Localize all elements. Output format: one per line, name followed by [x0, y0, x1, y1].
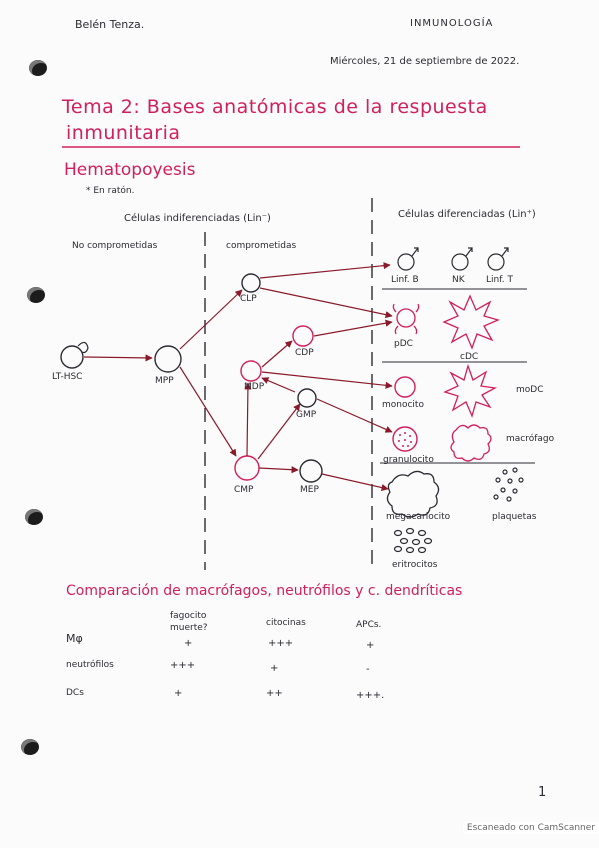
label-pdc: pDC: [394, 339, 413, 349]
eritrocitos-ovals: [393, 527, 433, 554]
cell-mf-citocinas: +++: [268, 638, 294, 649]
cell-mf-apcs: +: [366, 640, 375, 651]
cell-dcs-citocinas: ++: [266, 688, 283, 699]
label-nk: NK: [452, 275, 465, 285]
cell-monocito: [394, 376, 416, 398]
binder-hole: [29, 60, 47, 76]
cell-neu-fagocito: +++: [170, 660, 196, 671]
label-mpp: MPP: [155, 376, 174, 386]
cell-neu-apcs: -: [366, 664, 370, 675]
label-modc: moDC: [516, 385, 544, 395]
label-cmp: CMP: [234, 485, 254, 495]
cell-mdp: [240, 360, 262, 382]
label-no-comprometidas: No comprometidas: [72, 241, 158, 251]
granules: [398, 432, 412, 447]
date-line: Miércoles, 21 de septiembre de 2022.: [330, 56, 520, 67]
cell-gmp: [297, 388, 317, 408]
cell-lt-hsc: [60, 345, 84, 369]
label-monocito: monocito: [382, 400, 424, 410]
label-linf-t: Linf. T: [486, 275, 513, 285]
cell-dcs-fagocito: +: [174, 688, 183, 699]
label-linf-b: Linf. B: [391, 275, 419, 285]
label-differentiated: Células diferenciadas (Lin⁺): [398, 209, 536, 220]
cell-dcs-apcs: +++.: [356, 690, 385, 701]
cell-cdp: [292, 325, 314, 347]
page-title-line1: Tema 2: Bases anatómicas de la respuesta: [62, 96, 488, 118]
row-label-macrofagos: Mφ: [66, 632, 83, 645]
lymphocytes: [397, 247, 509, 271]
scanner-watermark: Escaneado con CamScanner: [462, 822, 599, 834]
note-en-raton: * En ratón.: [86, 186, 135, 196]
cell-megacariocito: [386, 470, 440, 518]
cdc-cell: [442, 294, 500, 350]
section-heading-comparacion: Comparación de macrófagos, neutrófilos y…: [66, 583, 463, 599]
label-gmp: GMP: [296, 410, 317, 420]
label-megacariocito: megacariocito: [386, 512, 451, 522]
label-undifferentiated: Células indiferenciadas (Lin⁻): [124, 213, 271, 224]
row-label-neutrofilos: neutrófilos: [66, 660, 114, 670]
section-heading-hematopoyesis: Hematopoyesis: [64, 160, 196, 180]
subject-name: INMUNOLOGÍA: [410, 18, 494, 29]
page-number: 1: [538, 785, 547, 800]
column-header-fagocito: fagocito muerte?: [170, 611, 208, 633]
cell-mf-fagocito: +: [184, 638, 193, 649]
label-clp: CLP: [240, 294, 257, 304]
binder-hole: [25, 509, 43, 525]
cell-cmp: [234, 455, 260, 481]
binder-hole: [27, 287, 45, 303]
label-lt-hsc: LT-HSC: [52, 372, 83, 382]
cell-granulocito: [392, 426, 418, 452]
label-cdp: CDP: [295, 348, 314, 358]
page-title-line2: inmunitaria: [66, 122, 181, 144]
cell-mpp: [154, 345, 182, 373]
modc-cell: [443, 363, 498, 418]
pdc-cell: [392, 303, 420, 335]
label-comprometidas: comprometidas: [226, 241, 297, 251]
self-renew-arrow: [77, 341, 89, 354]
column-header-citocinas: citocinas: [266, 618, 306, 628]
column-header-apcs: APCs.: [356, 620, 382, 630]
label-cdc: cDC: [460, 352, 479, 362]
label-mep: MEP: [300, 485, 319, 495]
row-label-dcs: DCs: [66, 688, 84, 698]
binder-hole: [21, 739, 39, 755]
cell-clp: [241, 273, 261, 293]
label-macrofago: macrófago: [506, 434, 555, 444]
label-plaquetas: plaquetas: [492, 512, 537, 522]
cell-neu-citocinas: +: [270, 663, 279, 674]
plaquetas-dots: [493, 467, 524, 502]
label-eritrocitos: eritrocitos: [392, 560, 438, 570]
author-name: Belén Tenza.: [75, 18, 145, 31]
cell-macrofago: [450, 424, 492, 462]
label-mdp: MDP: [244, 382, 265, 392]
label-granulocito: granulocito: [383, 455, 434, 465]
differentiation-arrows: [83, 262, 393, 492]
cell-mep: [299, 459, 323, 483]
